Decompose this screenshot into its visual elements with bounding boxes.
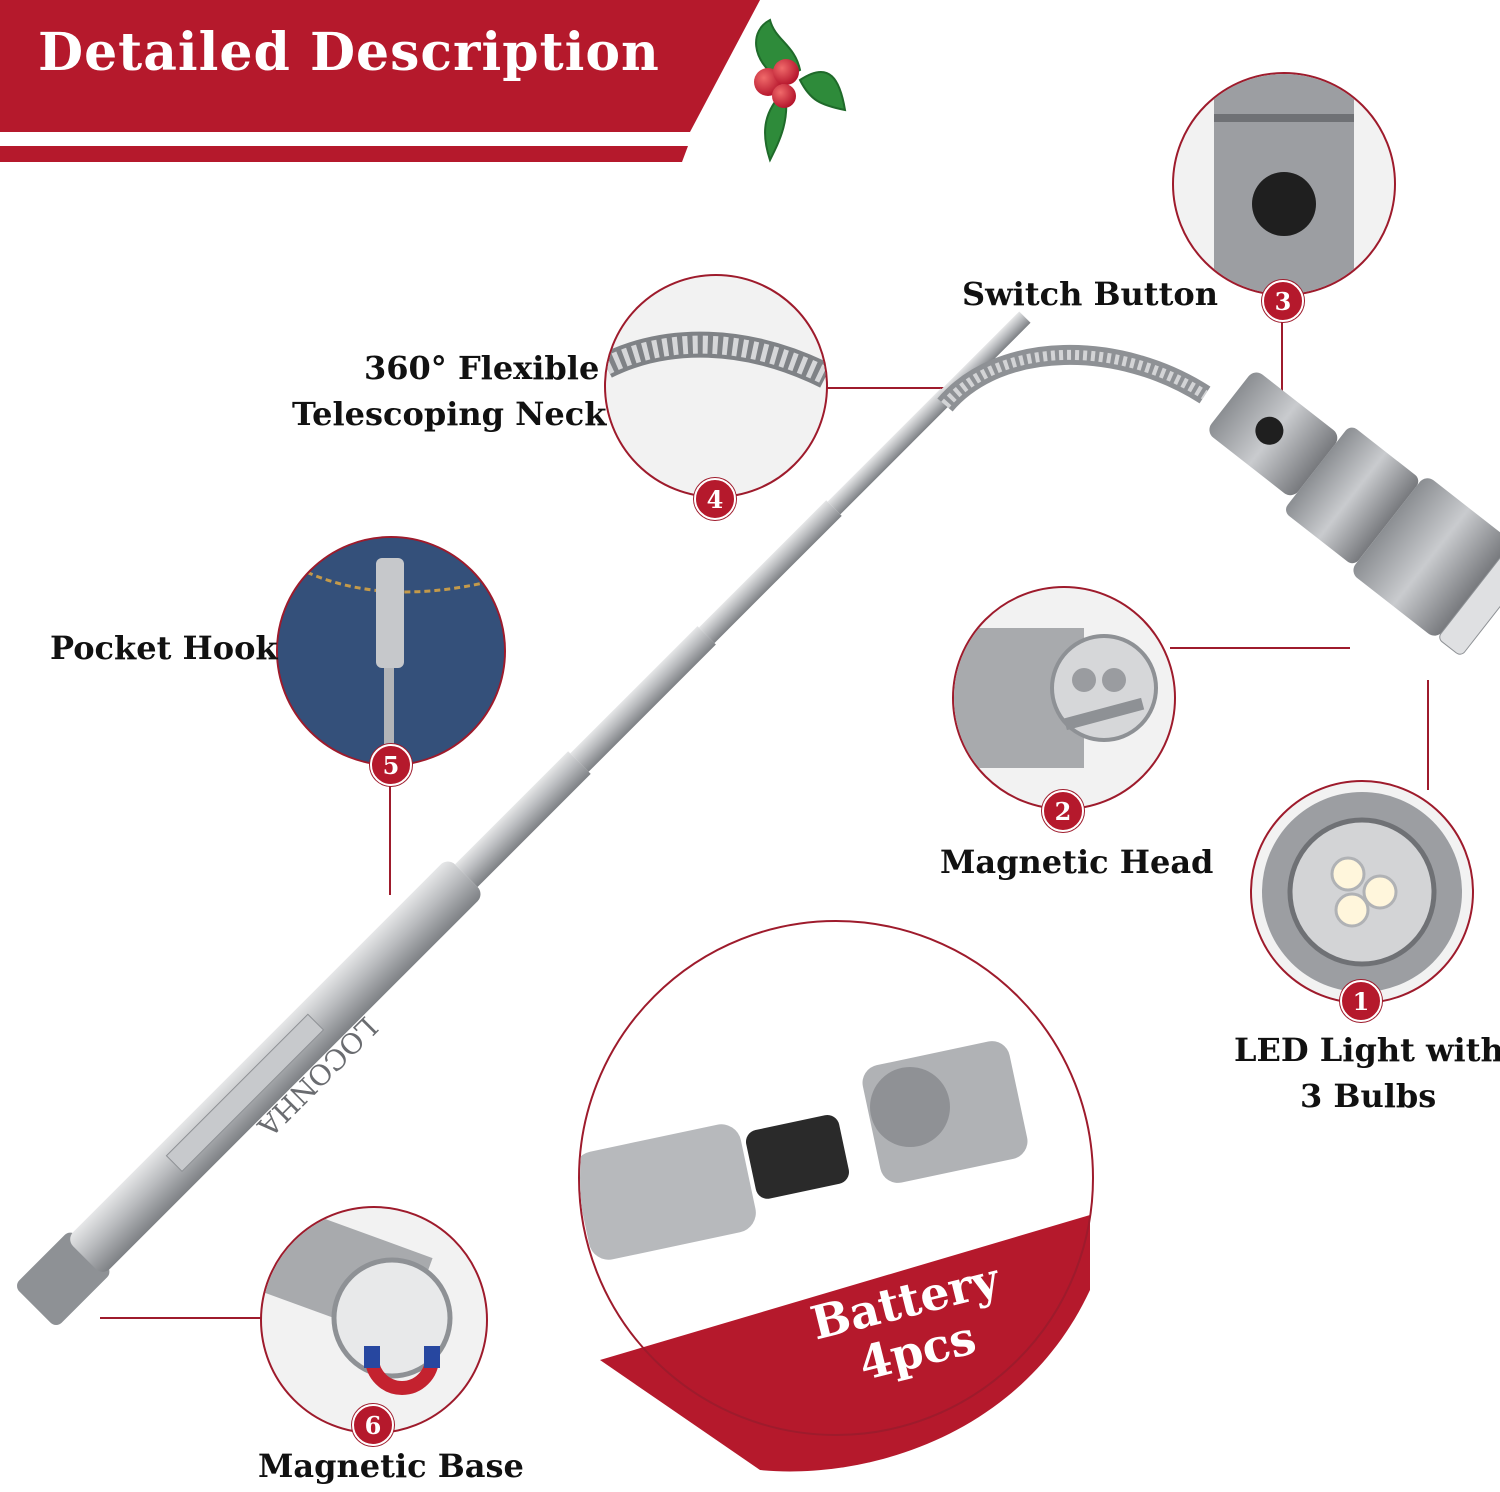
battery-detail-circle: [578, 920, 1094, 1436]
feature-badge-1: 1: [1340, 980, 1382, 1022]
flexible-neck-detail-circle: [604, 274, 828, 498]
led-light-label-line2: 3 Bulbs: [1300, 1077, 1437, 1115]
feature-badge-3: 3: [1262, 280, 1304, 322]
banner-underline: [0, 146, 688, 162]
switch-button-label: Switch Button: [962, 275, 1218, 313]
feature-badge-6: 6: [352, 1404, 394, 1446]
banner-shape: [0, 0, 760, 132]
led-light-label-line1: LED Light with: [1234, 1031, 1500, 1069]
pocket-hook-label: Pocket Hook: [50, 629, 278, 667]
telescoping-rod: [17, 311, 1500, 1325]
switch-button-detail-circle: [1172, 72, 1396, 296]
pocket-hook-detail-circle: [276, 536, 506, 766]
leader-lines: [100, 318, 1429, 1319]
banner-title: Detailed Description: [38, 22, 660, 83]
magnetic-base-detail-circle: [260, 1206, 488, 1434]
feature-badge-4: 4: [694, 478, 736, 520]
led-light-detail-circle: [1250, 780, 1474, 1004]
flexible-neck-label-line1: 360° Flexible: [364, 349, 600, 387]
magnetic-head-label: Magnetic Head: [940, 843, 1214, 881]
feature-badge-2: 2: [1042, 790, 1084, 832]
magnetic-head-detail-circle: [952, 586, 1176, 810]
feature-badge-5: 5: [370, 744, 412, 786]
flexible-neck-label-line2: Telescoping Neck: [292, 395, 607, 433]
magnetic-base-label: Magnetic Base: [258, 1447, 524, 1485]
holly-icon: [754, 18, 847, 163]
